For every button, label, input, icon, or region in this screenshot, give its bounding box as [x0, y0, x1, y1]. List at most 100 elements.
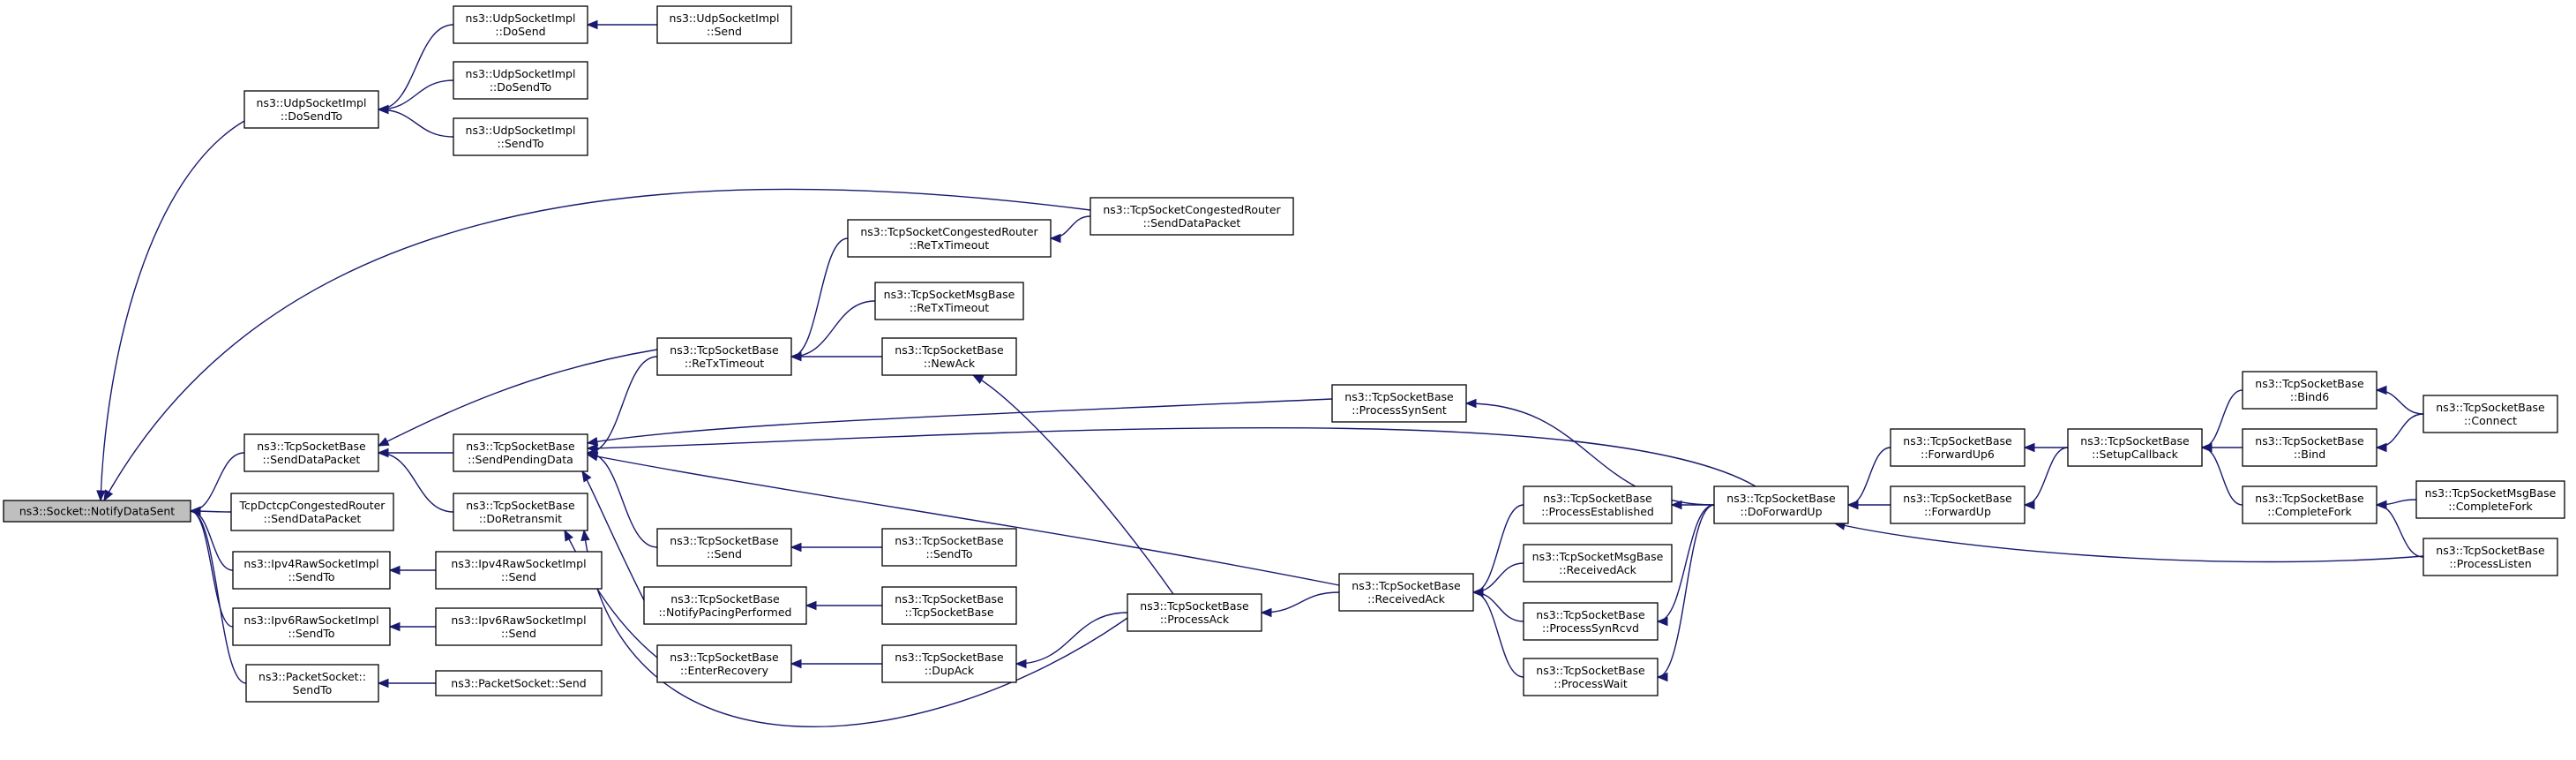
node-tcp_newack[interactable]: ns3::TcpSocketBase::NewAck	[881, 337, 1017, 376]
node-udp_dosendto2[interactable]: ns3::UdpSocketImpl::DoSendTo	[453, 61, 588, 100]
node-box[interactable]	[435, 551, 603, 590]
node-box[interactable]	[1890, 428, 2026, 467]
node-tcp_processwait[interactable]: ns3::TcpSocketBase::ProcessWait	[1523, 658, 1659, 696]
node-dctcp_senddatapacket[interactable]: TcpDctcpCongestedRouter::SendDataPacket	[230, 493, 394, 531]
edge-tcp_processlisten-to-tcp_doforwardup	[1834, 523, 2424, 563]
node-box[interactable]	[1523, 602, 1659, 641]
node-box[interactable]	[453, 61, 588, 100]
node-tcp_sendto[interactable]: ns3::TcpSocketBase::SendTo	[881, 528, 1017, 567]
node-tcp_dupack[interactable]: ns3::TcpSocketBase::DupAck	[881, 644, 1017, 683]
node-tcp_processestablished[interactable]: ns3::TcpSocketBase::ProcessEstablished	[1523, 485, 1673, 524]
node-box[interactable]	[245, 664, 379, 703]
node-box[interactable]	[1127, 593, 1262, 632]
node-box[interactable]	[243, 433, 379, 472]
node-tcp_processlisten[interactable]: ns3::TcpSocketBase::ProcessListen	[2422, 538, 2558, 576]
node-tcp_doretransmit[interactable]: ns3::TcpSocketBase::DoRetransmit	[453, 493, 588, 531]
node-tcp_enterrecovery[interactable]: ns3::TcpSocketBase::EnterRecovery	[656, 644, 792, 683]
node-tcp_processsynsent[interactable]: ns3::TcpSocketBase::ProcessSynSent	[1331, 384, 1467, 423]
node-tcp_bind[interactable]: ns3::TcpSocketBase::Bind	[2242, 428, 2378, 467]
node-msg_retxtimeout[interactable]: ns3::TcpSocketMsgBase::ReTxTimeout	[874, 282, 1024, 320]
node-tcp_send[interactable]: ns3::TcpSocketBase::Send	[656, 528, 792, 567]
node-tcp_senddatapacket[interactable]: ns3::TcpSocketBase::SendDataPacket	[243, 433, 379, 472]
node-box[interactable]	[656, 337, 792, 376]
node-label-line: ::EnterRecovery	[680, 664, 769, 677]
node-box[interactable]	[1331, 384, 1467, 423]
node-tcp_receivedack[interactable]: ns3::TcpSocketBase::ReceivedAck	[1338, 573, 1474, 612]
node-box[interactable]	[435, 670, 603, 696]
node-box[interactable]	[243, 90, 379, 129]
node-box[interactable]	[453, 5, 588, 44]
node-box[interactable]	[881, 528, 1017, 567]
arrowhead-tcp_receivedack-to-tcp_processack	[1260, 607, 1272, 618]
node-label-line: ns3::TcpSocketBase	[1344, 390, 1454, 403]
node-box[interactable]	[2242, 371, 2378, 410]
node-box[interactable]	[1890, 485, 2026, 524]
edge-tcp_connect-to-tcp_bind	[2376, 413, 2424, 448]
node-box[interactable]	[656, 644, 792, 683]
node-box[interactable]	[1523, 658, 1659, 696]
node-box[interactable]	[847, 219, 1052, 258]
node-tcp_forwardup6[interactable]: ns3::TcpSocketBase::ForwardUp6	[1890, 428, 2026, 467]
node-udp_dosend[interactable]: ns3::UdpSocketImpl::DoSend	[453, 5, 588, 44]
node-cong_retxtimeout[interactable]: ns3::TcpSocketCongestedRouter::ReTxTimeo…	[847, 219, 1052, 258]
node-box[interactable]	[1523, 485, 1673, 524]
node-tcp_processack[interactable]: ns3::TcpSocketBase::ProcessAck	[1127, 593, 1262, 632]
node-box[interactable]	[2422, 395, 2558, 433]
node-box[interactable]	[2422, 538, 2558, 576]
node-tcp_doforwardup[interactable]: ns3::TcpSocketBase::DoForwardUp	[1713, 485, 1849, 524]
node-box[interactable]	[1090, 197, 1294, 236]
node-packet_sendto[interactable]: ns3::PacketSocket::SendTo	[245, 664, 379, 703]
node-box[interactable]	[1338, 573, 1474, 612]
node-ipv6_sendto[interactable]: ns3::Ipv6RawSocketImpl::SendTo	[232, 607, 391, 646]
node-label-line: ::ProcessListen	[2449, 557, 2531, 570]
arrowhead-ipv6_send-to-ipv6_sendto	[388, 621, 401, 632]
node-box[interactable]	[1523, 544, 1673, 583]
node-box[interactable]	[3, 500, 191, 523]
node-tcp_processsynrcvd[interactable]: ns3::TcpSocketBase::ProcessSynRcvd	[1523, 602, 1659, 641]
node-tcp_notifypacing[interactable]: ns3::TcpSocketBase::NotifyPacingPerforme…	[643, 586, 807, 625]
node-packet_send[interactable]: ns3::PacketSocket::Send	[435, 670, 603, 696]
node-box[interactable]	[643, 586, 807, 625]
node-tcp_sendpendingdata[interactable]: ns3::TcpSocketBase::SendPendingData	[453, 433, 588, 472]
node-label-line: ns3::TcpSocketBase	[257, 440, 366, 453]
node-ipv4_sendto[interactable]: ns3::Ipv4RawSocketImpl::SendTo	[232, 551, 391, 590]
node-tcp_connect[interactable]: ns3::TcpSocketBase::Connect	[2422, 395, 2558, 433]
node-box[interactable]	[881, 337, 1017, 376]
node-box[interactable]	[2242, 485, 2378, 524]
node-tcp_forwardup[interactable]: ns3::TcpSocketBase::ForwardUp	[1890, 485, 2026, 524]
node-box[interactable]	[881, 644, 1017, 683]
node-box[interactable]	[2415, 480, 2565, 519]
node-box[interactable]	[232, 607, 391, 646]
edge-tcp_processack-to-tcp_doretransmit	[583, 530, 1128, 727]
node-msg_completefork[interactable]: ns3::TcpSocketMsgBase::CompleteFork	[2415, 480, 2565, 519]
node-tcp_bind6[interactable]: ns3::TcpSocketBase::Bind6	[2242, 371, 2378, 410]
node-box[interactable]	[874, 282, 1024, 320]
node-box[interactable]	[1713, 485, 1849, 524]
node-box[interactable]	[453, 117, 588, 156]
node-tcp_setupcallback[interactable]: ns3::TcpSocketBase::SetupCallback	[2067, 428, 2203, 467]
node-box[interactable]	[435, 607, 603, 646]
node-box[interactable]	[656, 528, 792, 567]
node-box[interactable]	[453, 493, 588, 531]
node-box[interactable]	[881, 586, 1017, 625]
node-box[interactable]	[230, 493, 394, 531]
node-box[interactable]	[656, 5, 792, 44]
edge-cong_senddatapacket-to-cong_retxtimeout	[1050, 215, 1091, 239]
node-ipv4_send[interactable]: ns3::Ipv4RawSocketImpl::Send	[435, 551, 603, 590]
node-udp_send[interactable]: ns3::UdpSocketImpl::Send	[656, 5, 792, 44]
node-box[interactable]	[453, 433, 588, 472]
node-notify_data_sent[interactable]: ns3::Socket::NotifyDataSent	[3, 500, 191, 523]
node-ipv6_send[interactable]: ns3::Ipv6RawSocketImpl::Send	[435, 607, 603, 646]
node-tcp_retxtimeout[interactable]: ns3::TcpSocketBase::ReTxTimeout	[656, 337, 792, 376]
node-udp_sendto[interactable]: ns3::UdpSocketImpl::SendTo	[453, 117, 588, 156]
node-cong_senddatapacket[interactable]: ns3::TcpSocketCongestedRouter::SendDataP…	[1090, 197, 1294, 236]
node-box[interactable]	[2067, 428, 2203, 467]
node-label-line: ::ReceivedAck	[1559, 563, 1636, 576]
node-box[interactable]	[232, 551, 391, 590]
node-tcp_tcpsocketbase[interactable]: ns3::TcpSocketBase::TcpSocketBase	[881, 586, 1017, 625]
node-udp_dosendto[interactable]: ns3::UdpSocketImpl::DoSendTo	[243, 90, 379, 129]
node-box[interactable]	[2242, 428, 2378, 467]
node-label-line: ns3::TcpSocketMsgBase	[884, 288, 1015, 301]
node-tcp_completefork[interactable]: ns3::TcpSocketBase::CompleteFork	[2242, 485, 2378, 524]
node-msg_receivedack[interactable]: ns3::TcpSocketMsgBase::ReceivedAck	[1523, 544, 1673, 583]
